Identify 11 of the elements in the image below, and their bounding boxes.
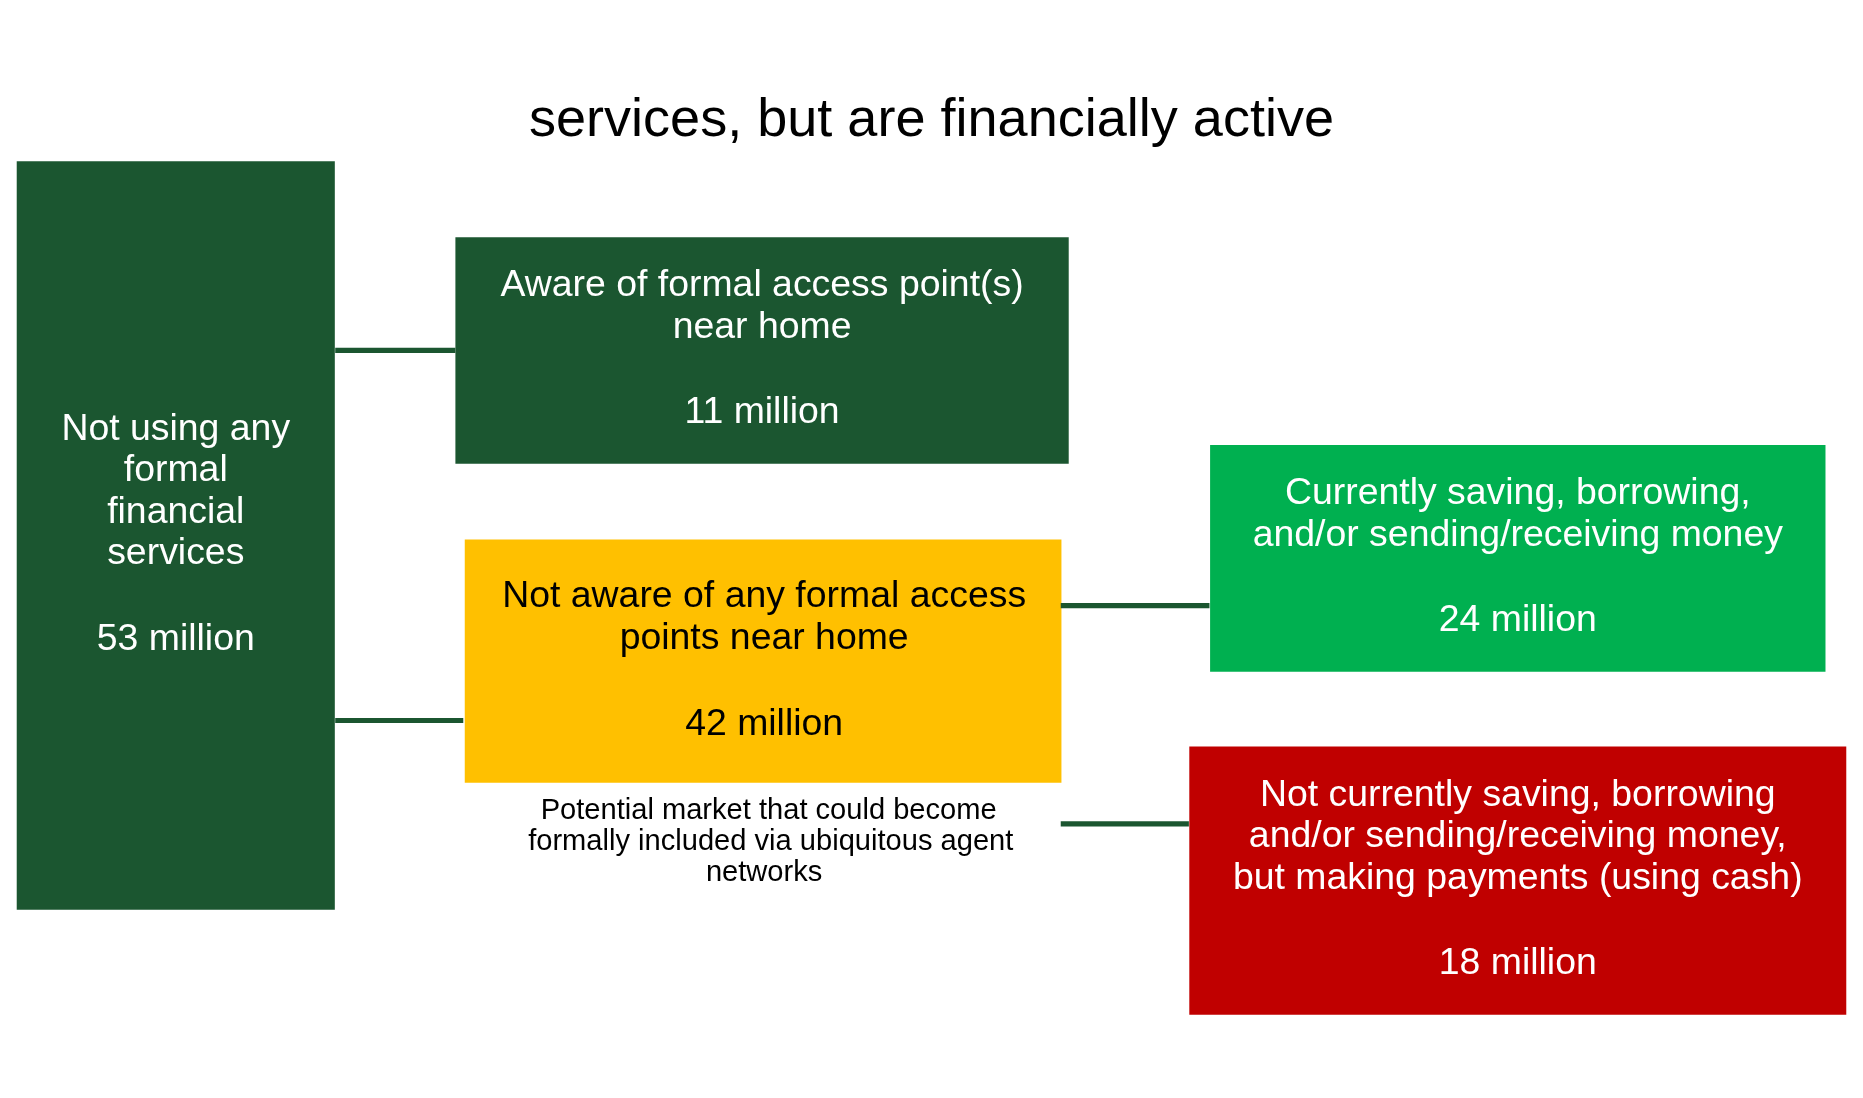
node-box: Aware of formal access point(s) near home 11 million [455,236,1069,464]
connector [1060,820,1189,827]
node-label: Potential market that could become formally included via ubiquitous agent networks [528,792,1014,887]
node-box: Not aware of any formal access points near home 42 million [464,539,1062,783]
connector [335,717,464,723]
connector [1060,602,1210,608]
node-box: Not using any formal financial services 53 million [16,160,335,910]
diagram-title: services, but are financially active [528,86,1335,147]
node-box: Currently saving, borrowing, and/or sending/receiving money 24 million [1210,444,1826,672]
node-box: Not currently saving, borrowing and/or sending/receiving money, but making payments (using cash) 18 million [1189,746,1847,1015]
connector [335,347,456,353]
